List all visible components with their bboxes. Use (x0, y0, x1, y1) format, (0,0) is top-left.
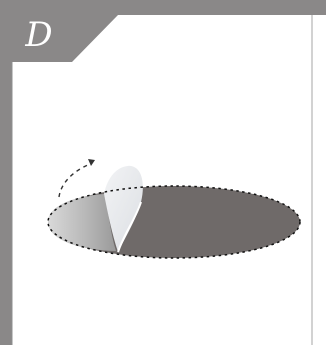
arrow-head (88, 159, 95, 166)
curved-arrow-icon (59, 164, 90, 197)
